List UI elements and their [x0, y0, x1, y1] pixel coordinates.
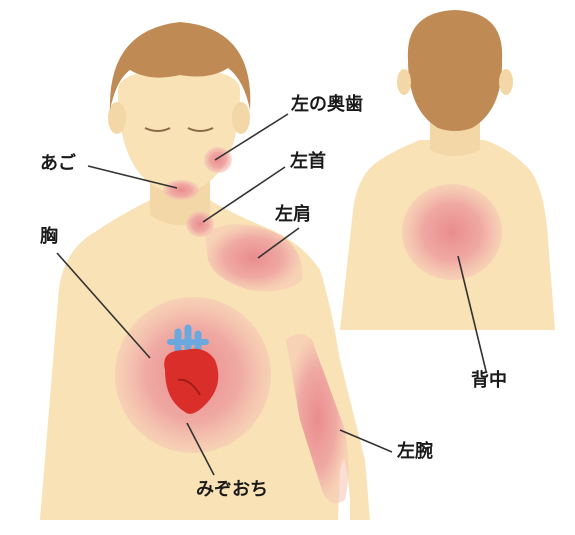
front-face: [118, 68, 240, 195]
pain-back: [402, 184, 502, 280]
left-ear: [108, 102, 126, 134]
right-ear: [232, 102, 250, 134]
back-ear-right: [499, 69, 513, 95]
label-jaw: あご: [40, 155, 76, 173]
label-chest: 胸: [40, 228, 58, 246]
label-shoulder: 左肩: [275, 206, 311, 224]
pain-back-teeth: [204, 147, 232, 173]
back-ear-left: [397, 69, 411, 95]
back-head-hair: [408, 10, 502, 131]
label-neck: 左首: [290, 153, 326, 171]
pain-jaw: [163, 180, 199, 200]
label-back: 背中: [471, 372, 507, 390]
label-pit: みぞおち: [196, 481, 268, 499]
label-back-teeth: 左の奥歯: [291, 96, 363, 114]
label-arm: 左腕: [397, 443, 433, 461]
